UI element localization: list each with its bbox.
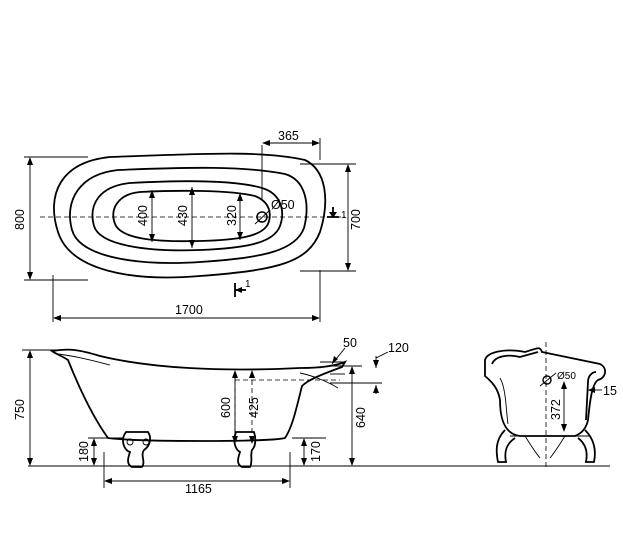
section-marker-bottom: 1 bbox=[234, 279, 251, 297]
dim-1165-label: 1165 bbox=[185, 482, 212, 496]
dim-120-label: 120 bbox=[388, 341, 409, 355]
dim-1700-label: 1700 bbox=[175, 303, 203, 317]
tub-side-outline bbox=[49, 348, 348, 442]
dim-425-label: 425 bbox=[247, 397, 261, 418]
dim-170-label: 170 bbox=[309, 441, 323, 462]
dim-365-label: 365 bbox=[278, 129, 299, 143]
svg-text:1: 1 bbox=[341, 210, 347, 221]
dim-600-label: 600 bbox=[219, 397, 233, 418]
tub-bottom-contour bbox=[112, 189, 271, 243]
dim-372-label: 372 bbox=[549, 399, 563, 420]
drain-hole bbox=[256, 211, 268, 223]
dim-750-label: 750 bbox=[13, 399, 27, 420]
section-view: Ø50 372 15 bbox=[484, 342, 617, 470]
tub-outer-rim bbox=[53, 152, 327, 279]
dim-50-label: 50 bbox=[343, 336, 357, 350]
clawfoot-left bbox=[122, 431, 151, 468]
dim-15-label: 15 bbox=[603, 384, 617, 398]
svg-text:1: 1 bbox=[245, 279, 251, 290]
tub-rim-inner-contour bbox=[69, 166, 308, 264]
dim-700-label: 700 bbox=[349, 209, 363, 230]
top-drain-diameter-label: Ø50 bbox=[271, 198, 295, 212]
clawfoot-right bbox=[233, 431, 257, 468]
dim-400-label: 400 bbox=[136, 205, 150, 226]
dim-430-label: 430 bbox=[176, 205, 190, 226]
dim-800-label: 800 bbox=[13, 209, 27, 230]
section-drain-hole bbox=[542, 375, 552, 385]
dim-320-label: 320 bbox=[225, 205, 239, 226]
section-marker-right: 1 bbox=[327, 207, 347, 221]
section-outer-shell bbox=[484, 347, 606, 437]
top-view: Ø50 365 800 700 400 430 320 bbox=[13, 129, 363, 322]
side-view: 750 180 600 425 170 640 50 bbox=[13, 336, 490, 496]
tub-basin-contour bbox=[91, 180, 284, 252]
dim-640-label: 640 bbox=[354, 407, 368, 428]
section-drain-diameter-label: Ø50 bbox=[557, 371, 576, 382]
dim-180-label: 180 bbox=[77, 441, 91, 462]
